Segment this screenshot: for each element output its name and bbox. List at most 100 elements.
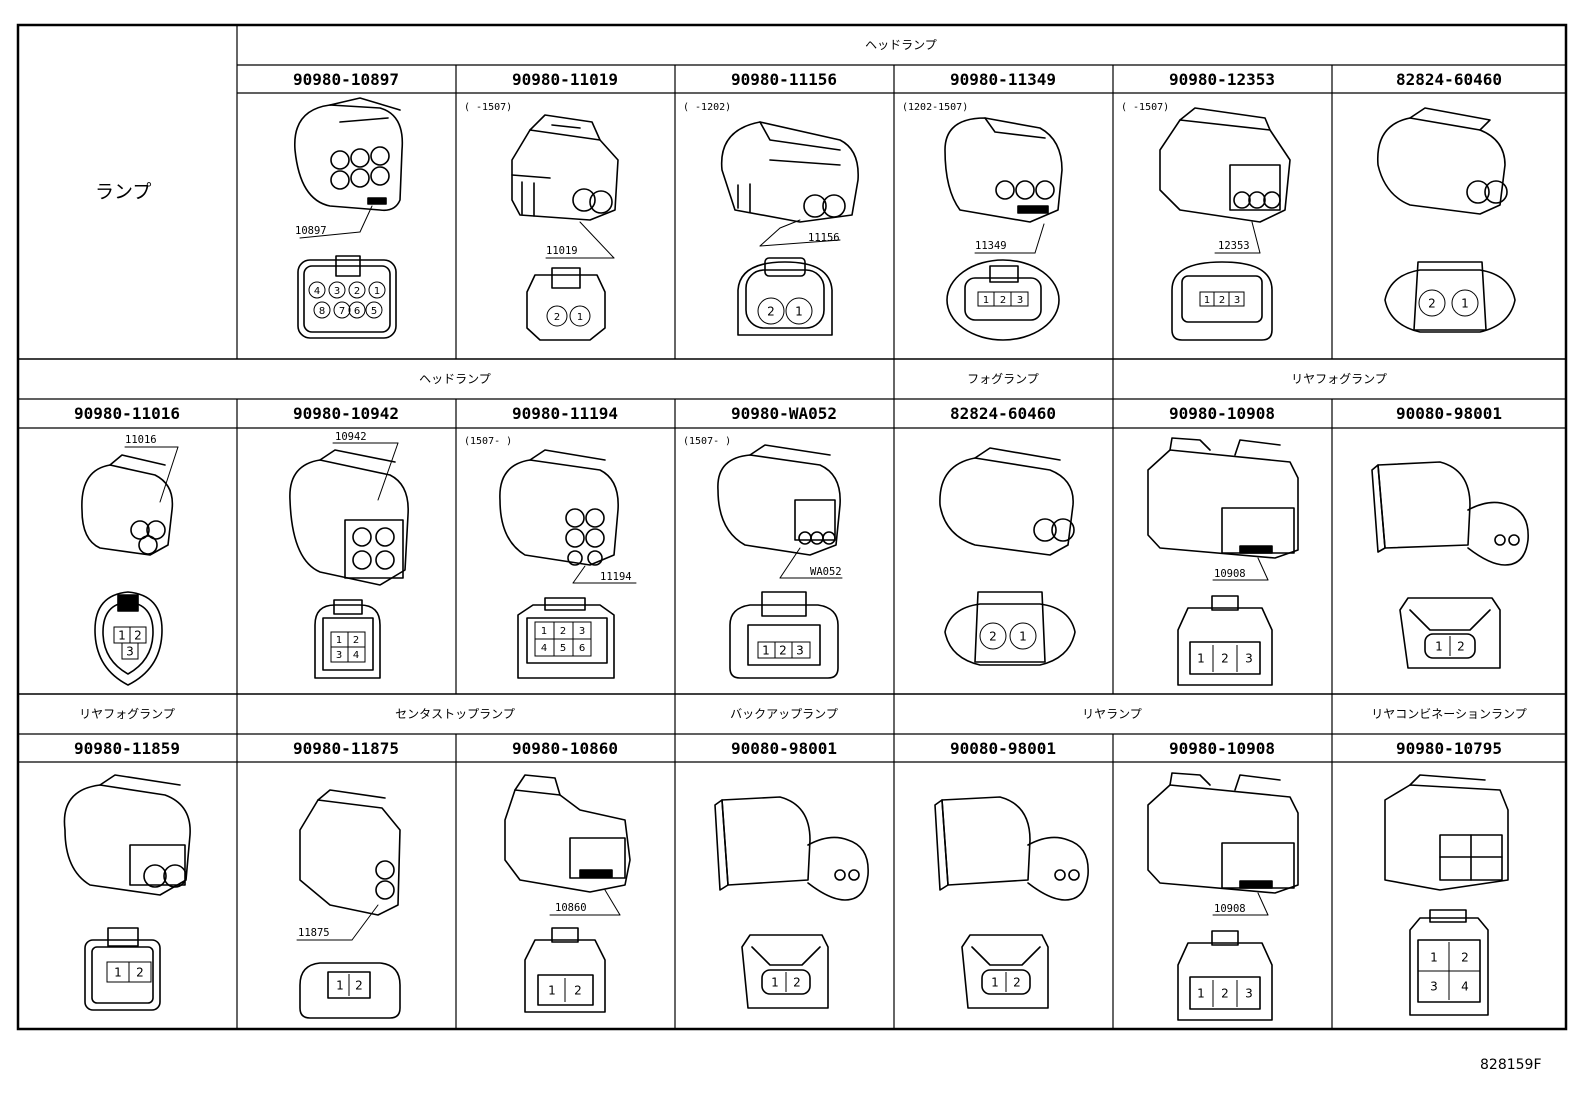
connector-face <box>299 962 401 1019</box>
pin-number: 2 <box>136 966 144 980</box>
connector-illustration <box>289 442 409 586</box>
figure-reference: 828159F <box>1480 1057 1542 1073</box>
production-range: ( -1202) <box>683 102 731 113</box>
pin-number: 1 <box>1204 295 1210 306</box>
pin-number: 1 <box>336 979 344 993</box>
pin-number: 2 <box>1221 987 1229 1001</box>
pin-number: 3 <box>126 645 134 659</box>
connector-illustration <box>939 447 1075 556</box>
part-number: 82824-60460 <box>1396 70 1502 89</box>
connector-illustration <box>1377 107 1508 215</box>
connector-illustration <box>499 449 637 584</box>
pin-number: 4 <box>1461 980 1469 994</box>
pin-number: 2 <box>574 984 582 998</box>
pin-number: 2 <box>554 312 560 323</box>
callout-label: 11016 <box>125 434 157 446</box>
pin-number: 2 <box>354 286 360 297</box>
part-number: 90980-11349 <box>950 70 1056 89</box>
connector-face <box>944 591 1076 666</box>
pin-number: 1 <box>336 635 342 646</box>
pin-number: 2 <box>134 629 142 643</box>
callout-label: 11875 <box>298 927 330 939</box>
callout-label: 11194 <box>600 571 632 583</box>
connector-illustration <box>720 121 859 247</box>
callout-label: 10908 <box>1214 903 1246 915</box>
part-number: 90980-11194 <box>512 404 618 423</box>
pin-number: 2 <box>1221 652 1229 666</box>
connector-illustration <box>1159 107 1291 254</box>
pin-number: 3 <box>1017 295 1023 306</box>
pin-number: 3 <box>1430 980 1438 994</box>
connector-face <box>1171 261 1273 341</box>
part-number: 82824-60460 <box>950 404 1056 423</box>
pin-number: 1 <box>118 629 126 643</box>
connector-face <box>729 591 839 679</box>
pin-number: 2 <box>353 635 359 646</box>
pin-number: 3 <box>1245 987 1253 1001</box>
callout-label: 10860 <box>555 902 587 914</box>
pin-number: 2 <box>779 644 787 658</box>
pin-number: 2 <box>1461 951 1469 965</box>
part-number: 90980-11156 <box>731 70 837 89</box>
connector-illustration <box>944 117 1063 254</box>
group-header-rear-lamp: リヤランプ <box>1082 707 1142 721</box>
production-range: ( -1507) <box>1121 102 1169 113</box>
part-number: 90980-10908 <box>1169 404 1275 423</box>
pin-number: 2 <box>355 979 363 993</box>
part-number: 90980-11019 <box>512 70 618 89</box>
group-header-headlamp: ヘッドランプ <box>865 38 937 52</box>
pin-number: 1 <box>1197 652 1205 666</box>
connector-face <box>1384 261 1516 333</box>
table-grid <box>16 23 1568 1031</box>
group-header-rear-combination-lamp: リヤコンビネーションランプ <box>1371 707 1526 721</box>
pin-number: 6 <box>579 643 585 654</box>
pin-number: 3 <box>796 644 804 658</box>
pin-number: 3 <box>334 286 340 297</box>
connector-face <box>517 597 615 679</box>
part-number: 90980-10942 <box>293 404 399 423</box>
pin-number: 3 <box>1234 295 1240 306</box>
connector-face <box>1399 597 1501 669</box>
callout-label: 11019 <box>546 245 578 257</box>
connector-face <box>946 259 1060 341</box>
pin-number: 2 <box>1428 297 1436 311</box>
connector-illustration <box>81 446 179 556</box>
pin-number: 1 <box>548 984 556 998</box>
callout-label: 12353 <box>1218 240 1250 252</box>
pin-number: 1 <box>1197 987 1205 1001</box>
pin-number: 2 <box>767 305 775 319</box>
part-number: 90980-WA052 <box>731 404 837 423</box>
part-number: 90080-98001 <box>950 739 1056 758</box>
group-header-center-stop-lamp: センタストップランプ <box>395 707 515 721</box>
pin-number: 1 <box>991 976 999 990</box>
group-header-headlamp: ヘッドランプ <box>419 372 491 386</box>
pin-number: 1 <box>983 295 989 306</box>
part-number: 90980-10795 <box>1396 739 1502 758</box>
connector-illustration <box>504 774 631 916</box>
production-range: (1507- ) <box>683 436 731 447</box>
pin-number: 2 <box>989 630 997 644</box>
pin-number: 1 <box>1461 297 1469 311</box>
pin-number: 4 <box>314 286 320 297</box>
pin-number: 3 <box>1245 652 1253 666</box>
pin-number: 1 <box>1019 630 1027 644</box>
connector-face <box>314 599 381 679</box>
pin-number: 1 <box>1435 640 1443 654</box>
pin-number: 2 <box>1000 295 1006 306</box>
pin-number: 4 <box>541 643 547 654</box>
pin-number: 6 <box>354 306 360 317</box>
production-range: ( -1507) <box>464 102 512 113</box>
callout-label: 11156 <box>808 232 840 244</box>
pin-number: 2 <box>793 976 801 990</box>
pin-number: 1 <box>114 966 122 980</box>
pin-number: 2 <box>1457 640 1465 654</box>
part-number: 90980-10860 <box>512 739 618 758</box>
connector-illustration <box>1371 461 1529 566</box>
connector-face <box>737 257 833 336</box>
pin-number: 3 <box>579 626 585 637</box>
callout-label: 10897 <box>295 225 327 237</box>
pin-number: 5 <box>560 643 566 654</box>
connector-face <box>1177 930 1273 1021</box>
callout-label: 11349 <box>975 240 1007 252</box>
